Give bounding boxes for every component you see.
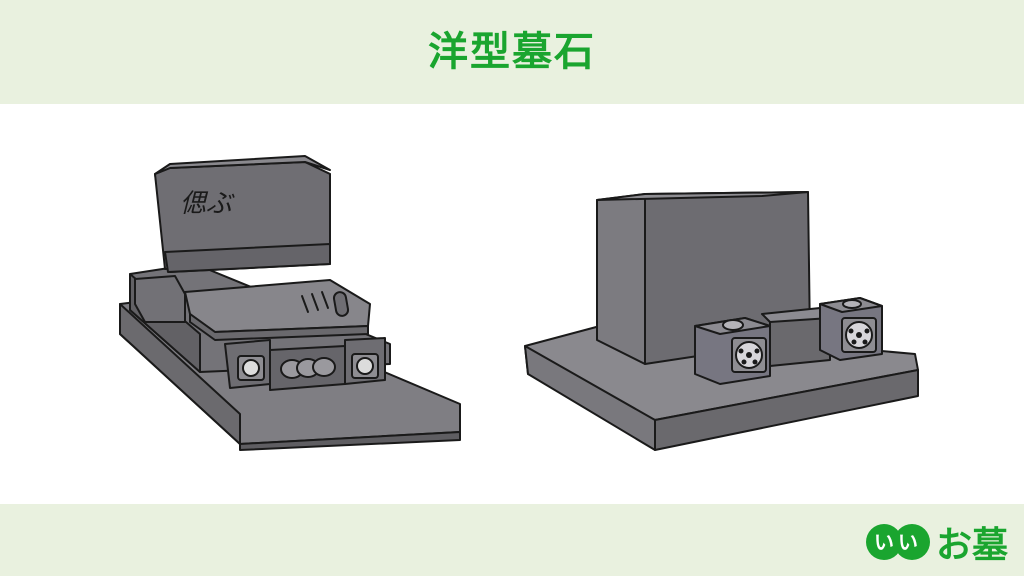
logo-text: お墓 (935, 525, 1008, 566)
logo-circle-right (893, 524, 930, 560)
header-band: 洋型墓石 (0, 0, 1024, 104)
gravestones-illustration: 偲ぶ (119, 155, 919, 451)
gravestone-front-illustration (119, 155, 461, 451)
gravestone-rear-illustration (524, 191, 919, 451)
logo-badge: いい (865, 522, 932, 562)
gravestone-engraving: 偲ぶ (180, 189, 235, 219)
illustration-area: 偲ぶ (0, 104, 1024, 504)
logo-badge-text: いい (873, 530, 922, 554)
page-title: 洋型墓石 (428, 29, 596, 75)
footer-band (0, 504, 1024, 576)
brand-logo[interactable]: いい お墓 (865, 520, 1008, 566)
